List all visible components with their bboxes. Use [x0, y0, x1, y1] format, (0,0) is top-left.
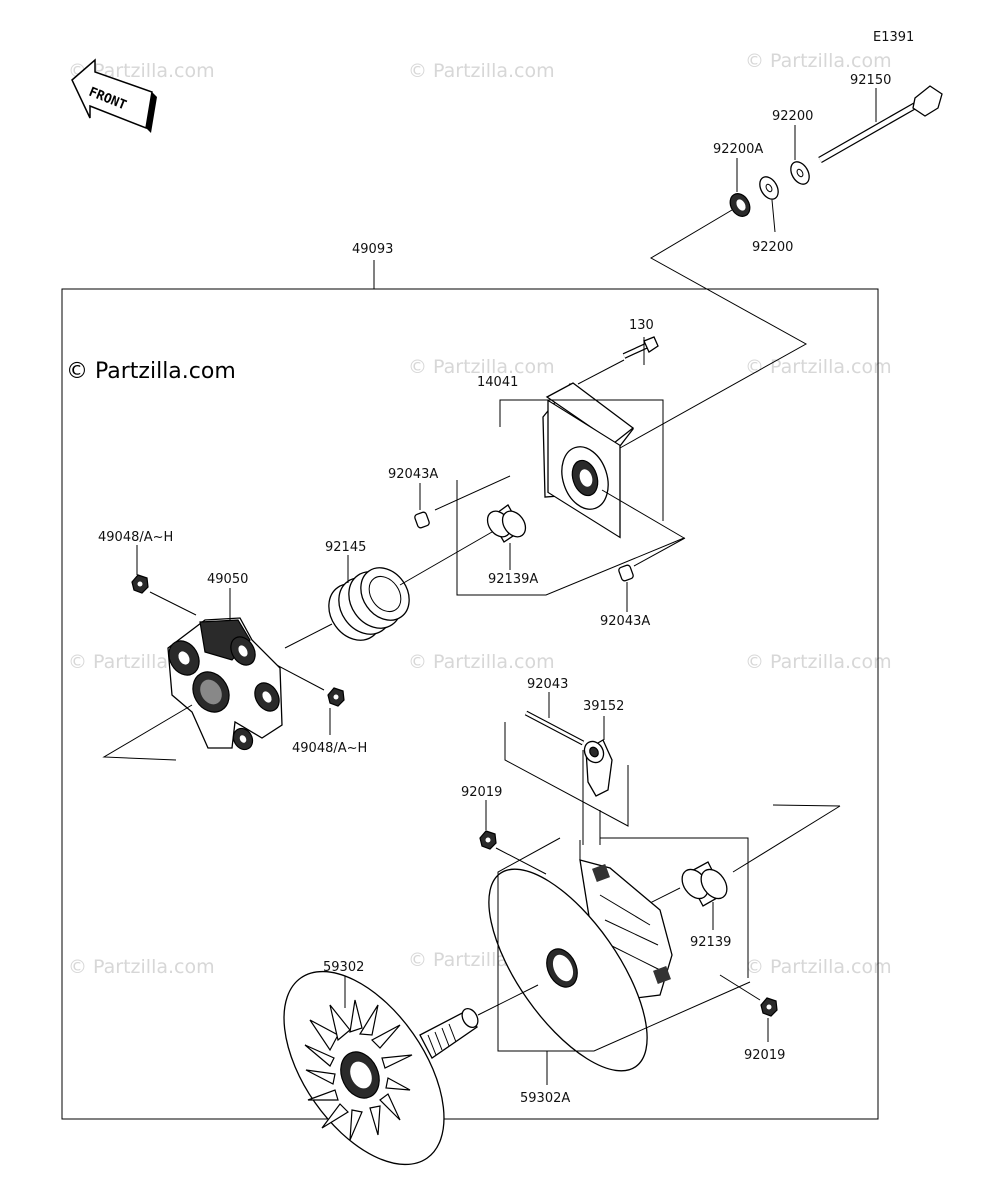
- label-92200A: 92200A: [713, 142, 763, 157]
- part-14041-plate: 14041: [477, 375, 664, 539]
- part-130-bolt: 130: [577, 318, 659, 385]
- label-49048-top: 49048/A~H: [98, 530, 173, 545]
- watermark: © Partzilla.com: [745, 651, 892, 673]
- label-92043A-bottom: 92043A: [600, 614, 650, 629]
- front-arrow-icon: FRONT: [71, 58, 157, 133]
- label-49050: 49050: [207, 572, 248, 587]
- part-59302A-sheave: 59302A: [488, 750, 751, 1106]
- label-92019-bottom: 92019: [744, 1048, 785, 1063]
- part-92019-nut-top: 92019: [461, 785, 547, 875]
- watermark: © Partzilla.com: [745, 356, 892, 378]
- label-14041: 14041: [477, 375, 518, 390]
- part-92043A-pin-bottom: 92043A: [600, 537, 686, 629]
- watermark: © Partzilla.com: [408, 356, 555, 378]
- label-92145: 92145: [325, 540, 366, 555]
- watermark: © Partzilla.com: [408, 651, 555, 673]
- part-92043-pin: 92043: [504, 677, 629, 827]
- label-59302: 59302: [323, 960, 364, 975]
- part-59302-sheave: 59302: [283, 960, 539, 1166]
- watermark: © Partzilla.com: [68, 956, 215, 978]
- label-49048-bottom: 49048/A~H: [292, 741, 367, 756]
- label-92200-bottom: 92200: [752, 240, 793, 255]
- watermark: © Partzilla.com: [745, 50, 892, 72]
- diagram-code: E1391: [873, 30, 914, 45]
- part-92200-washers: 92200 92200: [752, 109, 813, 255]
- label-92139A: 92139A: [488, 572, 538, 587]
- label-92043: 92043: [527, 677, 568, 692]
- part-92145-spring: 92145: [284, 531, 493, 649]
- label-92200-top: 92200: [772, 109, 813, 124]
- label-49093: 49093: [352, 242, 393, 257]
- label-39152: 39152: [583, 699, 624, 714]
- part-49050-spider: 49050: [102, 572, 283, 761]
- label-92043A-top: 92043A: [388, 467, 438, 482]
- part-92019-nut-bottom: 92019: [719, 974, 785, 1063]
- label-130: 130: [629, 318, 654, 333]
- watermark: © Partzilla.com: [745, 956, 892, 978]
- copyright-text: © Partzilla.com: [66, 359, 236, 384]
- part-49048-nut-top: 49048/A~H: [98, 530, 197, 616]
- label-59302A: 59302A: [520, 1091, 570, 1106]
- part-49048-nut-bottom: 49048/A~H: [251, 651, 367, 756]
- label-92139: 92139: [690, 935, 731, 950]
- part-92139A-bushing: 92139A: [456, 480, 686, 596]
- assembly-frame: 49093: [61, 242, 879, 1120]
- part-92043A-pin-top: 92043A: [388, 467, 511, 529]
- label-92150: 92150: [850, 73, 891, 88]
- part-39152-roller: 39152: [583, 699, 624, 797]
- part-92139-bushing: 92139: [600, 804, 841, 978]
- part-92150-bolt: 92150: [818, 73, 943, 164]
- label-92019-top: 92019: [461, 785, 502, 800]
- watermark: © Partzilla.com: [408, 60, 555, 82]
- part-92200A-nut: 92200A: [713, 142, 763, 217]
